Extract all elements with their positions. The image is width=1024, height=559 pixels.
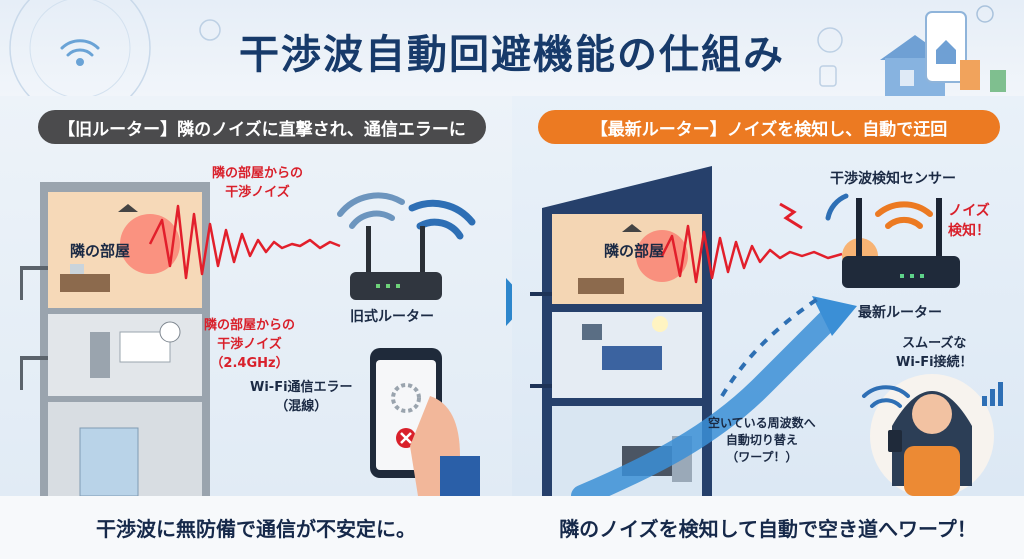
- new-router-header: 【最新ルーター】ノイズを検知し、自動で迂回: [538, 110, 1000, 144]
- new-router-panel: 【最新ルーター】ノイズを検知し、自動で迂回: [512, 96, 1024, 496]
- header-decoration: [9, 0, 1006, 96]
- happy-user-avatar: [870, 374, 994, 496]
- wifi-signal-icon: [825, 193, 849, 221]
- new-router-scene: [530, 166, 1003, 496]
- wifi-signal-icon: [862, 385, 910, 408]
- header-banner: 干渉波自動回避機能の仕組み: [0, 0, 1024, 96]
- old-router-panel: 【旧ルーター】隣のノイズに直撃され、通信エラーに: [0, 96, 512, 496]
- noise-detected-label: ノイズ 検知！: [948, 203, 990, 239]
- smart-home-icon: [880, 5, 1006, 96]
- noise-waveform: [660, 224, 843, 284]
- old-router-device: [350, 226, 442, 300]
- old-router-label: 旧式ルーター: [350, 309, 434, 325]
- old-router-header: 【旧ルーター】隣のノイズに直撃され、通信エラーに: [38, 110, 486, 144]
- dotted-path: [720, 294, 824, 398]
- lightning-icon: [779, 202, 803, 230]
- noise-waveform: [148, 204, 341, 280]
- neighbor-room-label: 隣の部屋: [70, 242, 131, 260]
- wifi-icon: [60, 39, 100, 66]
- bypass-arrow: [571, 305, 843, 496]
- wifi-signal-icon: [875, 201, 933, 229]
- page-title: 干渉波自動回避機能の仕組み: [239, 32, 785, 78]
- wifi-signal-icon: [408, 199, 476, 240]
- new-router-device: [842, 198, 960, 288]
- old-router-caption: 干渉波に無防備で通信が不安定に。: [0, 496, 512, 559]
- old-router-scene: [20, 182, 480, 496]
- smartphone-error-device: [370, 348, 480, 496]
- neighbor-room-label: 隣の部屋: [604, 242, 665, 260]
- new-router-label: 最新ルーター: [858, 305, 942, 321]
- noise-label-mid: 隣の部屋からの 干渉ノイズ （2.4GHz）: [204, 318, 296, 371]
- smooth-connection-label: スムーズな Wi-Fi接続！: [896, 336, 973, 370]
- sensor-label: 干渉波検知センサー: [830, 171, 956, 187]
- frequency-switch-label: 空いている周波数へ 自動切り替え （ワープ！）: [708, 416, 816, 464]
- wifi-signal-icon: [337, 192, 405, 229]
- error-label: Wi-Fi通信エラー （混線）: [250, 380, 353, 414]
- new-router-caption: 隣のノイズを検知して自動で空き道へワープ！: [512, 496, 1024, 559]
- noise-label-top: 隣の部屋からの 干渉ノイズ: [212, 166, 304, 200]
- signal-bars-icon: [982, 382, 1003, 406]
